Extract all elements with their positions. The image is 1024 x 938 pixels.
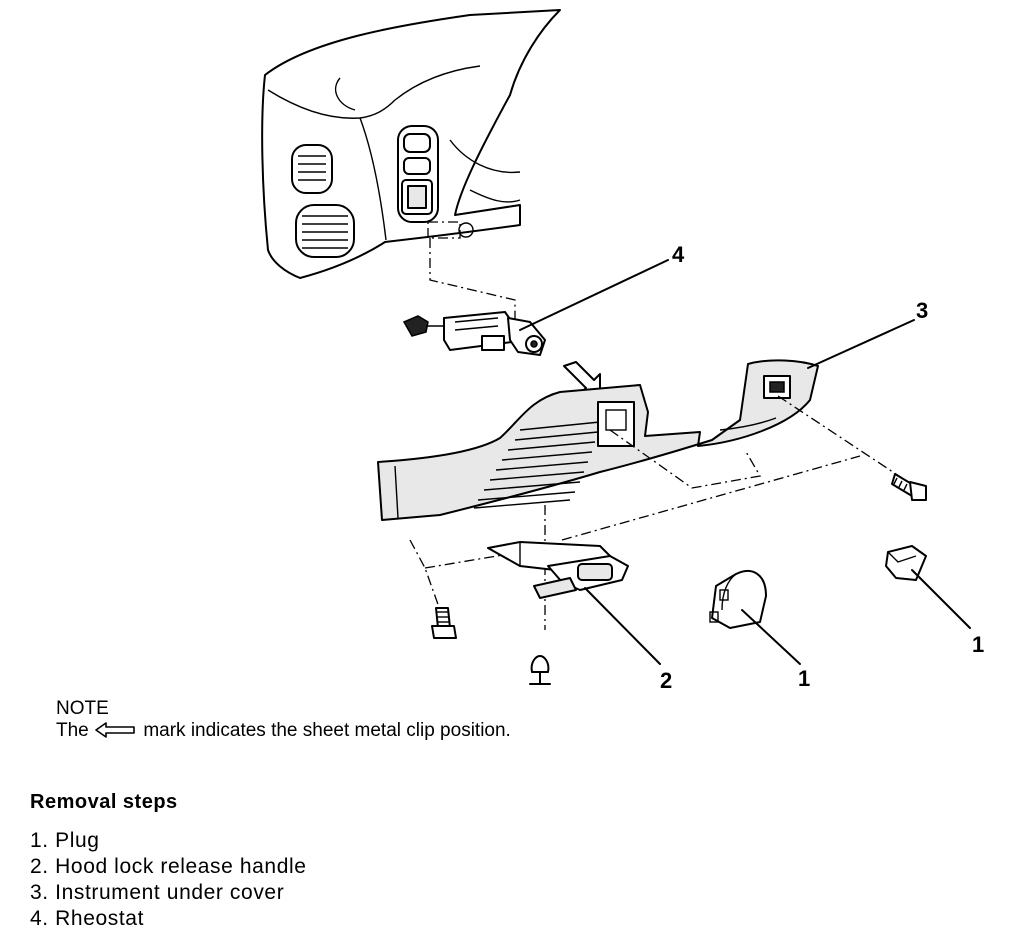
note-text-before: The: [56, 720, 89, 741]
plug-middle: [709, 569, 767, 629]
step-item: 2. Hood lock release handle: [30, 855, 307, 878]
step-item: 1. Plug: [30, 829, 100, 852]
exploded-diagram: 4 3 2 1 1: [261, 9, 984, 690]
plug-right: [885, 545, 927, 581]
callout-2: 2: [660, 668, 672, 690]
bolt-left: [431, 607, 457, 639]
hollow-left-arrow-icon: [95, 722, 135, 738]
callout-4: 4: [672, 242, 685, 267]
note-text: The mark indicates the sheet metal clip …: [56, 720, 511, 742]
callout-1-middle: 1: [798, 666, 810, 690]
bolt-right: [891, 473, 927, 501]
removal-steps-title: Removal steps: [30, 791, 178, 813]
removal-steps: Removal steps 1. Plug 2. Hood lock relea…: [30, 791, 307, 932]
note-text-after: mark indicates the sheet metal clip posi…: [143, 720, 511, 741]
step-item: 4. Rheostat: [30, 907, 144, 930]
step-item: 3. Instrument under cover: [30, 881, 285, 904]
removal-steps-list: 1. Plug 2. Hood lock release handle 3. I…: [30, 828, 307, 932]
note-title: NOTE: [56, 698, 109, 719]
rheostat: [402, 311, 546, 356]
clip-fastener: [529, 655, 551, 685]
callout-1-right: 1: [972, 632, 984, 657]
callout-3: 3: [916, 298, 928, 323]
instrument-under-cover: [377, 359, 819, 521]
hood-lock-release-handle: [487, 541, 629, 599]
note-block: NOTE The mark indicates the sheet metal …: [56, 698, 511, 742]
dashboard-panel: [261, 9, 561, 279]
